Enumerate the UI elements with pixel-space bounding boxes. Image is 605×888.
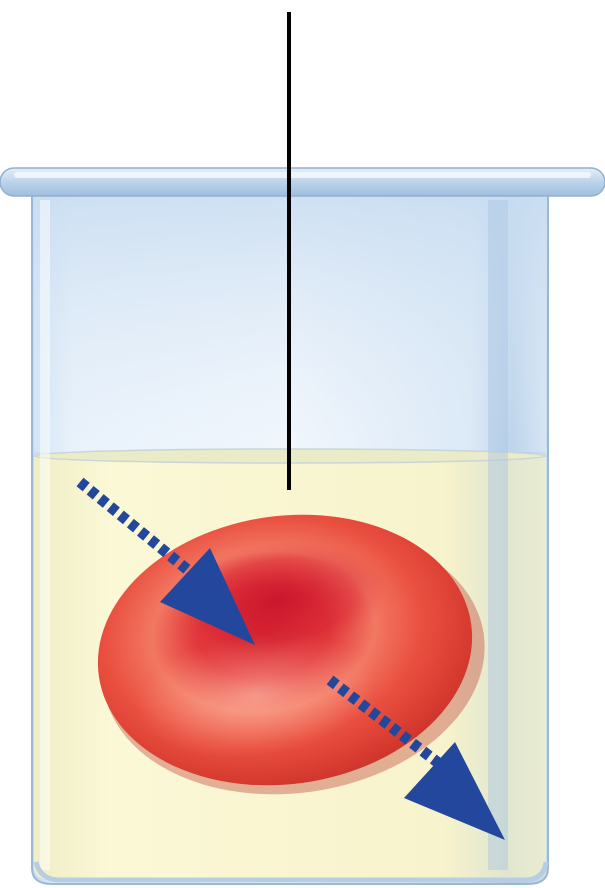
beaker-right-reflection xyxy=(488,200,508,870)
beaker-rim-highlight xyxy=(14,172,591,178)
beaker-left-reflection xyxy=(40,200,50,870)
